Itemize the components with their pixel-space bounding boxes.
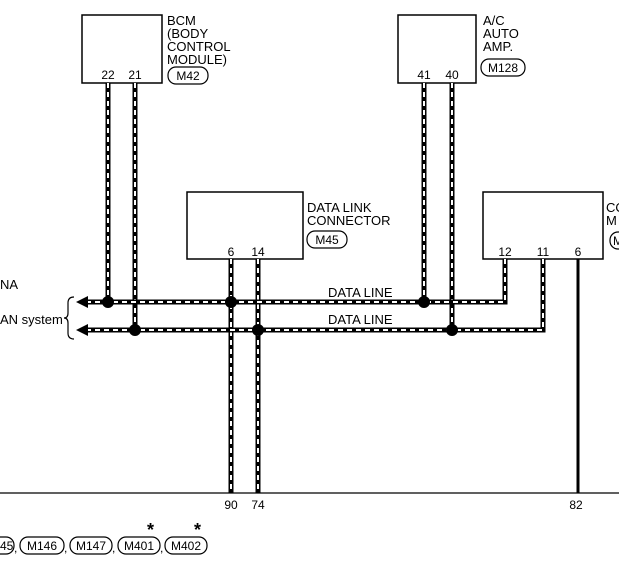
data-link-connector-unit: DATA LINK CONNECTOR M45 6 14 [186, 191, 391, 260]
right-module-pin-11: 11 [537, 245, 550, 259]
splice-bcm-21 [129, 324, 141, 336]
footer-comma-3: , [112, 541, 115, 555]
data-line-upper-label: DATA LINE [328, 285, 393, 300]
bcm-connector-badge [167, 66, 209, 85]
dlc-connector-label: M45 [315, 233, 339, 247]
wire-rm-12 [424, 259, 508, 305]
right-module-box [482, 191, 604, 260]
splice-ac-41 [418, 296, 430, 308]
arrow-lower [76, 324, 88, 336]
footer-asterisk-2: * [194, 520, 201, 540]
wire-rm-11-dash [452, 259, 544, 331]
bcm-name-line-3: CONTROL [167, 39, 231, 54]
dlc-name-line-1: DATA LINK [307, 200, 372, 215]
ac-auto-amp-unit: A/C AUTO AMP. M128 41 40 [397, 13, 526, 84]
wire-rm-11 [452, 259, 546, 333]
ac-amp-connector-label: M128 [488, 61, 518, 75]
data-line-lower-label: DATA LINE [328, 312, 393, 327]
footer-comma-2: , [64, 541, 67, 555]
footer-conn-label-2: M146 [27, 539, 57, 553]
dlc-connector-badge [306, 230, 348, 249]
footer-conn-badge-2 [19, 536, 65, 555]
right-module-connector-label: M [613, 234, 619, 248]
footer-conn-label-4: M401 [124, 539, 154, 553]
footer-conn-badge-5 [164, 536, 208, 555]
footer-conn-badge-4 [117, 536, 161, 555]
bottom-pin-74: 74 [251, 498, 265, 512]
ac-amp-name-line-2: AUTO [483, 26, 519, 41]
splice-dlc-6 [225, 296, 237, 308]
ac-amp-name-line-3: AMP. [483, 39, 513, 54]
footer-comma-1: , [14, 541, 17, 555]
footer-conn-label-3: M147 [76, 539, 106, 553]
ac-amp-pin-40: 40 [445, 68, 459, 82]
right-control-module: CO M M 12 11 6 [482, 191, 619, 260]
bcm-box [81, 14, 163, 84]
footer-conn-badge-1 [0, 536, 15, 555]
left-label-na: NA [0, 277, 18, 292]
footer-asterisk-1: * [147, 520, 154, 540]
bottom-pin-90: 90 [224, 498, 238, 512]
splice-bcm-22 [102, 296, 114, 308]
left-label-can-system: AN system [0, 312, 63, 327]
arrow-upper [76, 296, 88, 308]
footer-comma-4: , [160, 541, 163, 555]
dlc-box [186, 191, 304, 260]
footer-conn-label-1: 45 [0, 539, 14, 553]
right-module-connector-badge [609, 231, 619, 250]
dlc-pin-14: 14 [251, 245, 265, 259]
ac-amp-connector-badge [480, 58, 526, 77]
bcm-pin-22: 22 [101, 68, 115, 82]
wires [0, 83, 619, 494]
right-module-pin-6: 6 [575, 245, 582, 259]
ac-amp-box [397, 14, 477, 84]
footer-conn-badge-3 [69, 536, 113, 555]
dlc-pin-6: 6 [228, 245, 235, 259]
right-module-pin-12: 12 [498, 245, 512, 259]
splice-dlc-14 [252, 324, 264, 336]
right-module-name-line-2: M [606, 213, 617, 228]
left-brace [63, 296, 75, 340]
bottom-pin-82: 82 [569, 498, 583, 512]
bcm-connector-label: M42 [176, 69, 200, 83]
bcm-name-line-4: MODULE) [167, 52, 227, 67]
right-module-name-line-1: CO [606, 200, 619, 215]
footer-connector-list: 45 , M146 , M147 , M401 * , M402 * [0, 520, 208, 555]
ac-amp-name-line-1: A/C [483, 13, 505, 28]
dlc-name-line-2: CONNECTOR [307, 213, 391, 228]
bcm-unit: BCM (BODY CONTROL MODULE) M42 22 21 [81, 13, 231, 85]
splice-ac-40 [446, 324, 458, 336]
ac-amp-pin-41: 41 [417, 68, 431, 82]
wire-rm-12-dash [424, 259, 506, 303]
bcm-pin-21: 21 [128, 68, 142, 82]
footer-conn-label-5: M402 [171, 539, 201, 553]
bcm-name-line-1: BCM [167, 13, 196, 28]
splice-points [102, 296, 458, 336]
bcm-name-line-2: (BODY [167, 26, 209, 41]
